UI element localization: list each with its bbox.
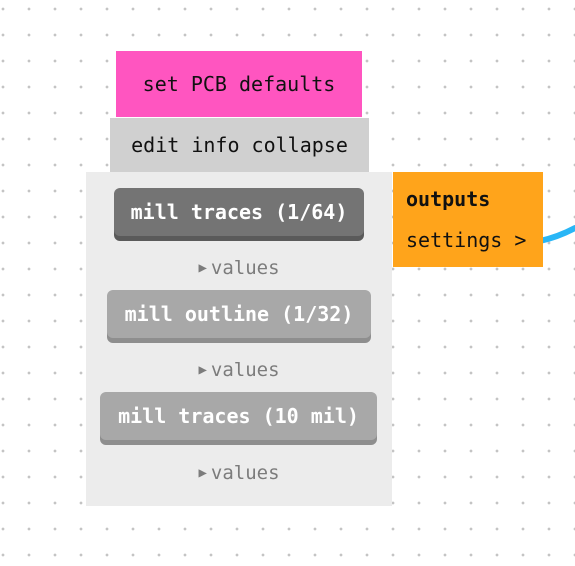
mill-options-panel: mill traces (1/64) ▶values mill outline … xyxy=(86,172,392,506)
settings-port[interactable]: settings > xyxy=(406,228,527,252)
set-pcb-defaults-button[interactable]: set PCB defaults xyxy=(116,51,362,117)
expand-triangle-icon: ▶ xyxy=(198,260,207,276)
edit-info-collapse-button[interactable]: edit info collapse xyxy=(110,118,369,172)
values-label: values xyxy=(210,257,280,279)
expand-triangle-icon: ▶ xyxy=(198,362,207,378)
values-toggle-1[interactable]: ▶values xyxy=(86,257,392,279)
values-label: values xyxy=(210,462,280,484)
values-label: values xyxy=(210,359,280,381)
mill-traces-1-64-button[interactable]: mill traces (1/64) xyxy=(114,188,364,236)
values-toggle-2[interactable]: ▶values xyxy=(86,359,392,381)
values-toggle-3[interactable]: ▶values xyxy=(86,462,392,484)
outputs-title: outputs xyxy=(406,187,491,211)
expand-triangle-icon: ▶ xyxy=(198,465,207,481)
outputs-node[interactable]: outputs settings > xyxy=(393,172,543,267)
mill-traces-10-mil-button[interactable]: mill traces (10 mil) xyxy=(100,392,377,440)
mill-outline-1-32-button[interactable]: mill outline (1/32) xyxy=(107,290,371,338)
